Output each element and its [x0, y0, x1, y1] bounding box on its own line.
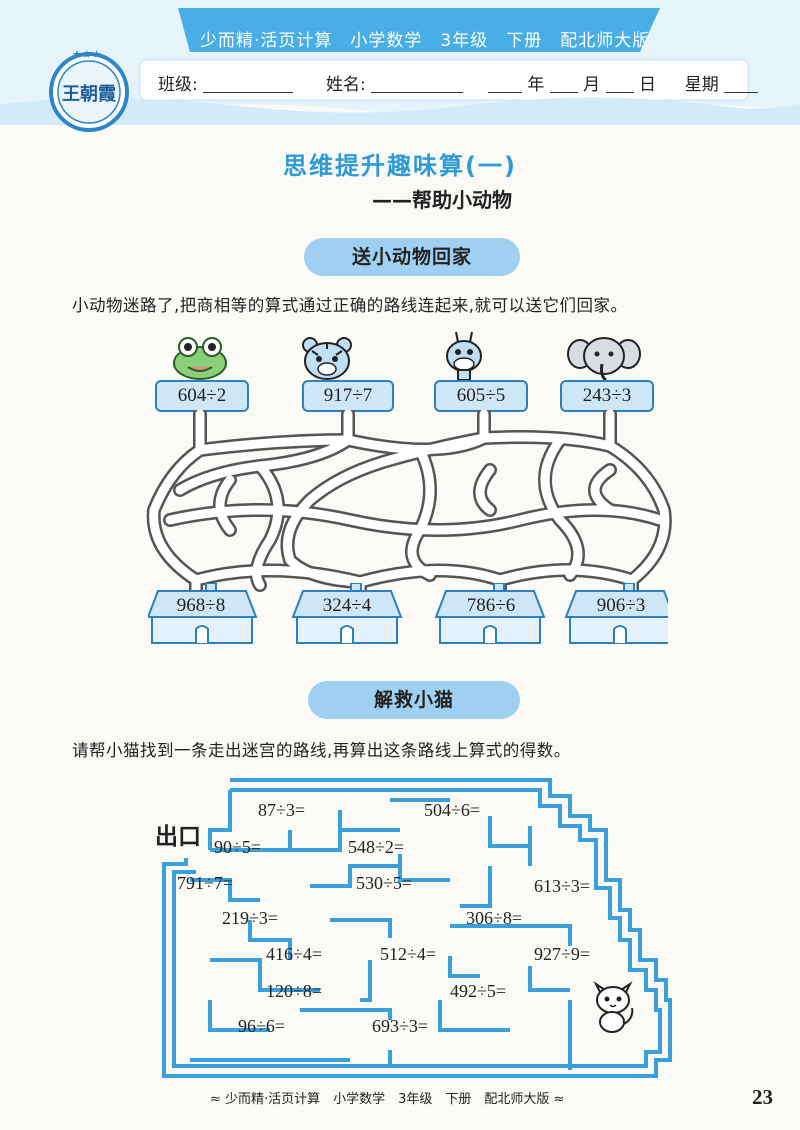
- section-heading-rescue-cat: 解救小猫: [308, 681, 520, 719]
- maze-expression: 613÷3=: [534, 876, 591, 896]
- maze-expression: 96÷6=: [238, 1016, 286, 1036]
- tiger-icon: [302, 337, 352, 380]
- house-expression-4: 906÷3: [596, 595, 646, 616]
- month-label: 月: [583, 75, 601, 95]
- year-label: 年: [527, 75, 545, 95]
- year-field[interactable]: [487, 76, 522, 93]
- page-number: 23: [752, 1085, 773, 1109]
- day-field[interactable]: [605, 76, 634, 93]
- maze-expression: 219÷3=: [222, 908, 279, 928]
- houses-row: [148, 583, 668, 644]
- animal-expression-elephant: 243÷3: [560, 380, 654, 412]
- maze-expression: 512÷4=: [380, 944, 437, 964]
- brand-logo: ★★★ 王朝霞: [49, 48, 129, 132]
- animal-expression-frog: 604÷2: [155, 380, 249, 412]
- logo-text: 王朝霞: [62, 83, 117, 105]
- section1-instruction: 小动物迷路了,把商相等的算式通过正确的路线连起来,就可以送它们回家。: [72, 296, 628, 315]
- maze-expression: 530÷5=: [356, 873, 413, 893]
- maze-expression: 693÷3=: [372, 1016, 429, 1036]
- footer-text: ≈ 少而精·活页计算 小学数学 3年级 下册 配北师大版 ≈: [210, 1092, 565, 1107]
- maze-expression: 927÷9=: [534, 944, 591, 964]
- month-field[interactable]: [549, 76, 578, 93]
- maze-expression: 87÷3=: [258, 800, 306, 820]
- house-expression-2: 324÷4: [322, 595, 372, 616]
- section-heading-send-home: 送小动物回家: [304, 238, 520, 276]
- weekday-field[interactable]: [724, 76, 759, 93]
- house-2: [291, 583, 403, 644]
- weekday-label: 星期: [684, 75, 719, 95]
- elephant-icon: [567, 337, 641, 382]
- cat-icon: [593, 981, 634, 1033]
- animal-expression-giraffe: 605÷5: [434, 380, 528, 412]
- name-field[interactable]: [371, 76, 464, 93]
- house-1: [148, 583, 258, 644]
- animal-expression-tiger: 917÷7: [302, 380, 394, 412]
- page-subtitle: ——帮助小动物: [372, 188, 512, 212]
- giraffe-icon: [446, 331, 482, 380]
- student-info-row: 班级: 姓名: 年 月 日 星期: [158, 70, 759, 95]
- class-label: 班级:: [158, 75, 198, 95]
- frog-icon: [173, 337, 227, 380]
- maze-expression: 492÷5=: [450, 981, 507, 1001]
- maze-exit-label: 出口: [155, 824, 201, 850]
- maze-expression: 416÷4=: [266, 944, 323, 964]
- house-expression-3: 786÷6: [466, 595, 516, 616]
- road-maze[interactable]: [140, 410, 680, 600]
- series-title: 少而精·活页计算 小学数学 3年级 下册 配北师大版: [200, 31, 651, 51]
- section2-instruction: 请帮小猫找到一条走出迷宫的路线,再算出这条路线上算式的得数。: [72, 741, 571, 760]
- house-expression-1: 968÷8: [176, 595, 226, 616]
- day-label: 日: [638, 75, 656, 95]
- maze-expression: 504÷6=: [424, 800, 481, 820]
- house-4: [564, 583, 668, 644]
- cat-maze[interactable]: [150, 770, 690, 1090]
- maze-expression: 548÷2=: [348, 837, 405, 857]
- maze-expression: 306÷8=: [466, 908, 523, 928]
- name-label: 姓名:: [325, 75, 366, 95]
- maze-expression: 90÷5=: [214, 837, 262, 857]
- header-band: [0, 0, 800, 125]
- page-title: 思维提升趣味算(一): [283, 152, 517, 180]
- house-3: [434, 583, 546, 644]
- class-field[interactable]: [203, 76, 294, 93]
- svg-text:★★★: ★★★: [72, 48, 102, 61]
- maze-expression: 791÷7=: [177, 873, 234, 893]
- maze-expression: 120÷8=: [266, 981, 323, 1001]
